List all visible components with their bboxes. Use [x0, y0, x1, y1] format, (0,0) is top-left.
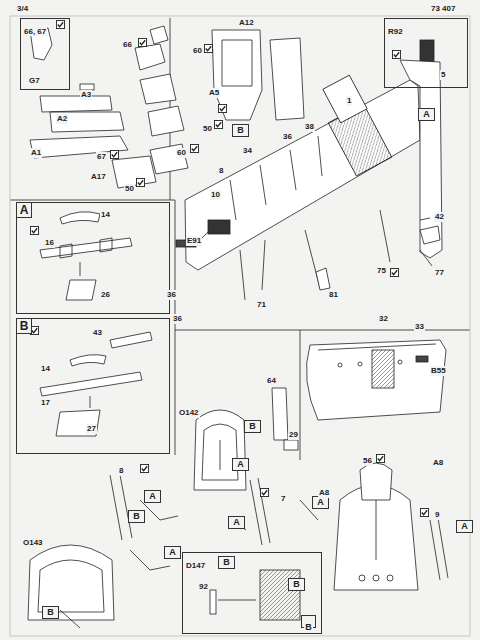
assembly-letter: B	[289, 579, 304, 590]
callout-number: A1	[30, 148, 42, 158]
letter-box: A	[228, 516, 245, 529]
callout-number: 60	[176, 148, 187, 158]
callout-number: 64	[266, 376, 277, 386]
assembly-letter: B	[219, 557, 234, 568]
part-name: R92	[387, 27, 404, 36]
callout-number: 3/4	[16, 4, 29, 14]
assembly-letter: A	[457, 521, 472, 532]
callout-number: 7	[280, 494, 286, 504]
callout-number: 34	[242, 146, 253, 156]
callout-number: 16	[44, 238, 55, 248]
letter-box: A	[144, 490, 161, 503]
callout-number: O143	[22, 538, 44, 548]
callout-number: 26	[100, 290, 111, 300]
part-box: R92	[384, 18, 468, 88]
callout-number: 14	[100, 210, 111, 220]
letter-box: A	[164, 546, 181, 559]
assembly-letter: A	[145, 491, 160, 502]
assembly-letter: A	[233, 459, 248, 470]
letter-box: B	[128, 510, 145, 523]
part-name: 66, 67	[23, 27, 47, 36]
callout-number: 50	[124, 184, 135, 194]
part-box: D147B	[182, 552, 322, 634]
assembly-letter: B	[233, 125, 248, 136]
letter-box: B	[218, 556, 235, 569]
callout-number: 5	[440, 70, 446, 80]
callout-number: 81	[328, 290, 339, 300]
callout-number: 38	[304, 122, 315, 132]
callout-number: 73 407	[430, 4, 456, 14]
letter-box: B	[301, 615, 316, 628]
part-name: D147	[185, 561, 206, 570]
callout-number: A3	[80, 90, 92, 100]
letter-box: A	[418, 108, 435, 121]
callout-number: 17	[40, 398, 51, 408]
callout-number: A5	[208, 88, 220, 98]
callout-number: G7	[28, 76, 41, 86]
callout-number: B55	[430, 366, 447, 376]
assembly-letter: B	[304, 622, 313, 633]
part-name: A	[17, 203, 32, 218]
callout-number: O142	[178, 408, 200, 418]
callout-number: A8	[318, 488, 330, 498]
callout-number: 77	[434, 268, 445, 278]
letter-box: A	[456, 520, 473, 533]
letter-box: B	[42, 606, 59, 619]
assembly-letter: B	[245, 421, 260, 432]
callout-number: 56	[362, 456, 373, 466]
callout-number: 43	[92, 328, 103, 338]
detail-panel: A	[16, 202, 170, 314]
callout-number: 14	[40, 364, 51, 374]
callout-number: E91	[186, 236, 202, 246]
callout-number: 33	[414, 322, 425, 332]
callout-number: 32	[378, 314, 389, 324]
callout-number: A2	[56, 114, 68, 124]
callout-number: 36	[172, 314, 183, 324]
assembly-letter: A	[419, 109, 434, 120]
callout-number: A17	[90, 172, 107, 182]
callout-number: 67	[96, 152, 107, 162]
callout-number: 75	[376, 266, 387, 276]
assembly-letter: A	[313, 497, 328, 508]
callout-number: 92	[198, 582, 209, 592]
assembly-letter: B	[129, 511, 144, 522]
callout-number: 60	[192, 46, 203, 56]
callout-number: 27	[86, 424, 97, 434]
assembly-letter: A	[229, 517, 244, 528]
callout-number: 42	[434, 212, 445, 222]
callout-number: 36	[166, 290, 177, 300]
callout-number: 29	[288, 430, 299, 440]
letter-box: B	[244, 420, 261, 433]
callout-number: 10	[210, 190, 221, 200]
letter-box: B	[288, 578, 305, 591]
callout-number: 9	[434, 510, 440, 520]
callout-number: 36	[282, 132, 293, 142]
callout-number: 8	[218, 166, 224, 176]
callout-number: 8	[118, 466, 124, 476]
letter-box: B	[232, 124, 249, 137]
assembly-letter: B	[43, 607, 58, 618]
callout-number: 50	[202, 124, 213, 134]
callout-number: 1	[346, 96, 352, 106]
callout-number: A8	[432, 458, 444, 468]
assembly-letter: A	[165, 547, 180, 558]
letter-box: A	[232, 458, 249, 471]
callout-number: 66	[122, 40, 133, 50]
part-name: B	[17, 319, 32, 334]
callout-number: A12	[238, 18, 255, 28]
callout-number: 71	[256, 300, 267, 310]
